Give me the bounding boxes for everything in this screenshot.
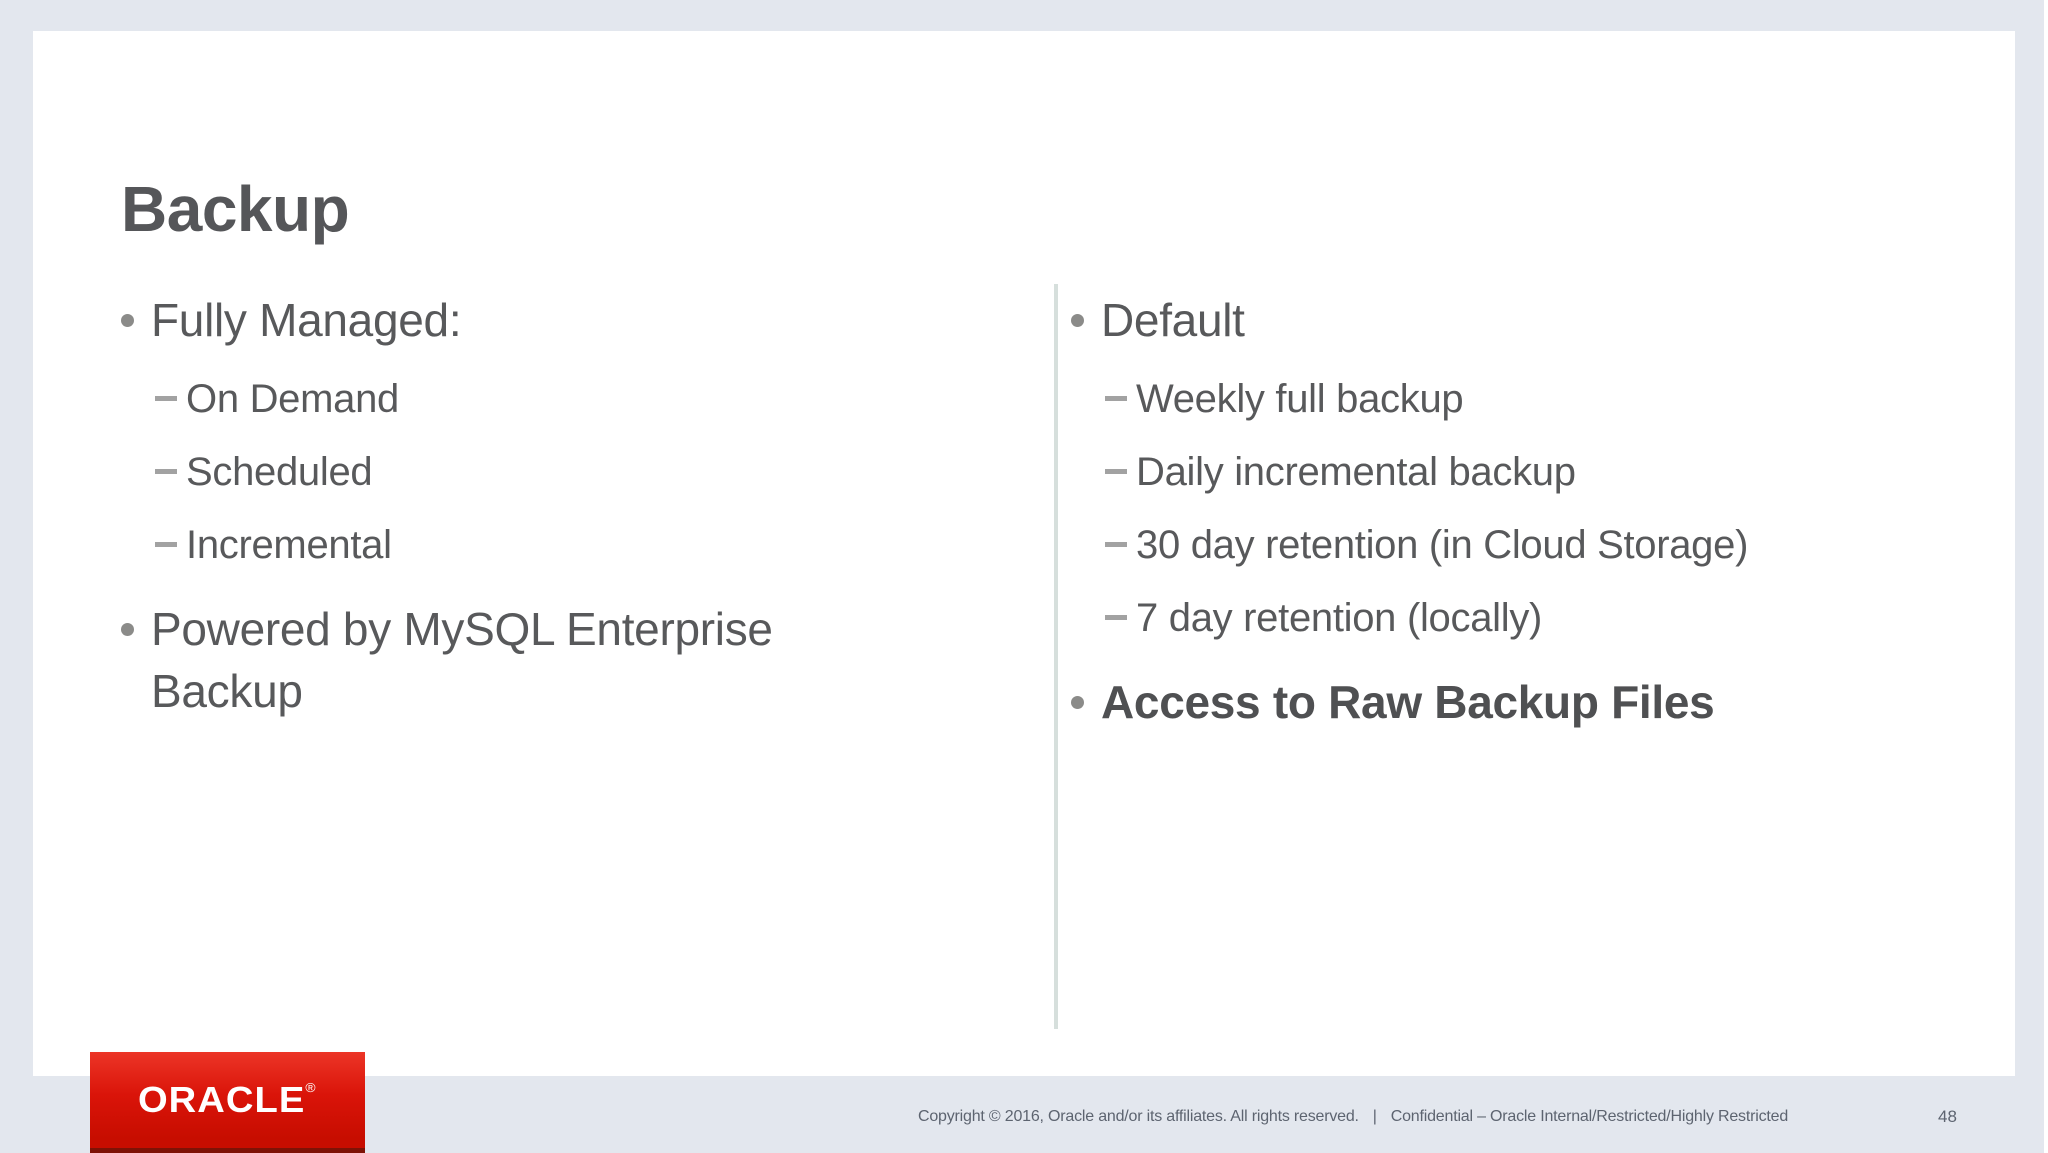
footer-legal-text: Copyright © 2016, Oracle and/or its affi… xyxy=(918,1106,1788,1128)
registered-trademark-icon: ® xyxy=(305,1080,317,1095)
dash-bullet-icon xyxy=(1105,469,1127,474)
sub-bullet-item: On Demand xyxy=(155,363,1011,436)
slide-title: Backup xyxy=(121,173,350,245)
sub-bullet-item: 7 day retention (locally) xyxy=(1105,582,2031,655)
bullet-item: Powered by MySQL Enterprise Backup xyxy=(121,598,1011,722)
oracle-logo-text: ORACLE xyxy=(138,1079,306,1120)
dash-bullet-icon xyxy=(155,542,177,547)
dash-bullet-icon xyxy=(155,469,177,474)
bullet-dot-icon xyxy=(1071,314,1084,327)
dash-bullet-icon xyxy=(1105,396,1127,401)
sub-bullet-item: Daily incremental backup xyxy=(1105,436,2031,509)
copyright-text: Copyright © 2016, Oracle and/or its affi… xyxy=(918,1108,1359,1125)
dash-bullet-icon xyxy=(1105,542,1127,547)
sub-bullet-item-label: Scheduled xyxy=(186,450,373,494)
confidential-text: Confidential – Oracle Internal/Restricte… xyxy=(1390,1108,1789,1125)
sub-bullet-item-label: 30 day retention (in Cloud Storage) xyxy=(1136,523,1749,567)
sub-bullet-item-label: Daily incremental backup xyxy=(1136,450,1576,494)
oracle-wordmark: ORACLE® xyxy=(138,1079,317,1121)
footer-separator: | xyxy=(1372,1108,1377,1125)
bullet-item: Default xyxy=(1071,289,2031,351)
oracle-logo: ORACLE® xyxy=(90,1052,365,1153)
bullet-item-label: Access to Raw Backup Files xyxy=(1101,676,1715,728)
sub-bullet-item-label: 7 day retention (locally) xyxy=(1136,596,1543,640)
right-edge-strip xyxy=(2044,0,2048,1153)
page-number: 48 xyxy=(1938,1107,1957,1126)
bullet-item: Access to Raw Backup Files xyxy=(1071,671,2031,733)
dash-bullet-icon xyxy=(155,396,177,401)
column-divider-line xyxy=(1054,284,1058,1029)
left-column: Fully Managed: On Demand Scheduled Incre… xyxy=(121,289,1011,722)
bullet-dot-icon xyxy=(1071,696,1084,709)
bullet-item-label: Powered by MySQL Enterprise Backup xyxy=(151,603,773,717)
sub-bullet-item: Incremental xyxy=(155,509,1011,582)
bullet-dot-icon xyxy=(121,623,134,636)
sub-bullet-item: Weekly full backup xyxy=(1105,363,2031,436)
bullet-item-label: Fully Managed: xyxy=(151,294,462,346)
bullet-item: Fully Managed: xyxy=(121,289,1011,351)
bullet-item-label: Default xyxy=(1101,294,1245,346)
right-column: Default Weekly full backup Daily increme… xyxy=(1071,289,2031,733)
slide-canvas: Backup Fully Managed: On Demand Schedule… xyxy=(33,31,2015,1076)
sub-bullet-item-label: Weekly full backup xyxy=(1136,377,1464,421)
sub-bullet-item-label: Incremental xyxy=(186,523,392,567)
bullet-dot-icon xyxy=(121,314,134,327)
sub-bullet-item: 30 day retention (in Cloud Storage) xyxy=(1105,509,2031,582)
sub-bullet-item-label: On Demand xyxy=(186,377,399,421)
dash-bullet-icon xyxy=(1105,615,1127,620)
sub-bullet-item: Scheduled xyxy=(155,436,1011,509)
